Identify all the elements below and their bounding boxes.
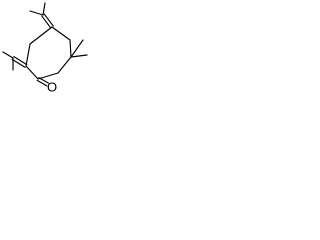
atom-label-o: O [47, 80, 57, 95]
double-bond-line [13, 56, 28, 66]
double-bond-line [43, 13, 54, 27]
single-bond-line [70, 54, 88, 58]
single-bond-line [57, 56, 72, 74]
single-bond-line [29, 10, 44, 16]
bonds-layer [2, 2, 88, 87]
single-bond-line [2, 51, 14, 59]
double-bond-line [36, 79, 48, 87]
double-bond-line [41, 15, 52, 29]
double-bond-line [11, 58, 26, 68]
single-bond-line [25, 65, 39, 80]
single-bond-line [37, 72, 59, 80]
single-bond-line [29, 26, 53, 45]
molecule-structure-diagram: O [2, 2, 88, 95]
double-bond-line [38, 77, 50, 84]
single-bond-line [69, 39, 72, 58]
single-bond-line [25, 43, 31, 67]
atom-labels-layer: O [47, 80, 57, 95]
single-bond-line [42, 2, 46, 16]
single-bond-line [70, 39, 84, 58]
single-bond-line [51, 26, 71, 41]
